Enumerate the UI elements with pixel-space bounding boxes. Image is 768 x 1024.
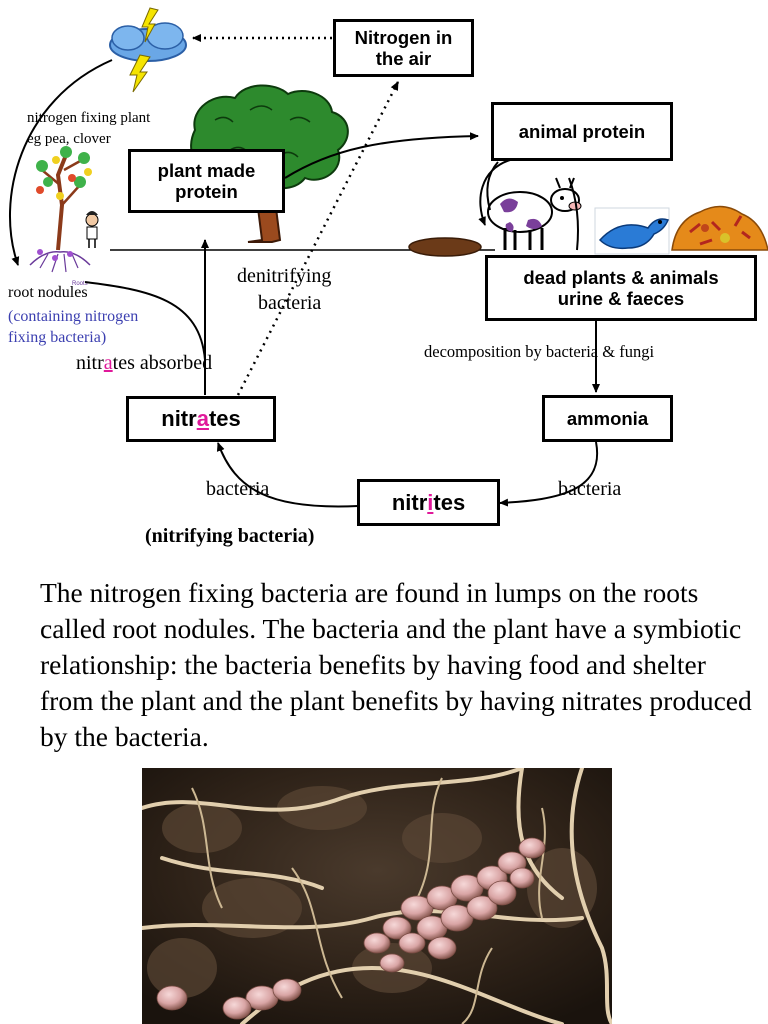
plant-protein-box: plant made protein xyxy=(128,149,285,213)
nitrites-box: nitrites xyxy=(357,479,500,526)
nitrifying-bacteria-label: (nitrifying bacteria) xyxy=(145,525,315,547)
animal-protein-label: animal protein xyxy=(518,120,646,142)
ammonia-label: ammonia xyxy=(566,407,649,429)
person-icon xyxy=(85,211,99,248)
arrow-nitrites-to-nitrates xyxy=(216,442,359,508)
arrow-nodules-to-nitrates xyxy=(84,281,206,361)
nitrogen-air-box: Nitrogen in the air xyxy=(333,19,474,77)
pea-plant-icon xyxy=(29,146,92,273)
root-nodules-label: root nodules xyxy=(8,284,88,301)
cow-icon xyxy=(486,161,582,250)
nitrogen-air-label: Nitrogen in the air xyxy=(354,26,453,69)
containing-bacteria-label-1: (containing nitrogen xyxy=(8,308,139,325)
dung-icon xyxy=(408,237,482,257)
bacteria-left-label: bacteria xyxy=(206,478,270,500)
fixing-plant-label: nitrogen fixing plant xyxy=(27,110,151,126)
denitrifying-label-1: denitrifying xyxy=(237,265,332,287)
lightning-cloud-icon xyxy=(109,7,187,93)
plant-protein-label: plant made protein xyxy=(157,159,256,202)
arrow-denitrifying xyxy=(236,81,400,396)
dead-matter-label: dead plants & animals urine & faeces xyxy=(523,266,719,309)
root-nodules-photo xyxy=(142,768,612,1024)
arrow-lightning-to-roots xyxy=(8,59,113,266)
fixing-plant-example: eg pea, clover xyxy=(27,131,111,147)
leaf-pile-icon xyxy=(671,205,768,251)
dead-matter-box: dead plants & animals urine & faeces xyxy=(485,255,757,321)
arrow-animal-to-dead xyxy=(478,159,511,226)
arrow-plant-to-animal xyxy=(284,132,479,179)
animal-protein-box: animal protein xyxy=(491,102,673,161)
decomposition-label: decomposition by bacteria & fungi xyxy=(424,342,655,361)
ammonia-box: ammonia xyxy=(542,395,673,442)
nitrates-box: nitrates xyxy=(126,396,276,442)
dead-bird-icon xyxy=(594,207,670,255)
nitrites-label: nitrites xyxy=(391,489,466,515)
bacteria-right-label: bacteria xyxy=(558,478,622,500)
nitrates-absorbed-label: nitrates absorbed xyxy=(76,352,213,374)
denitrifying-label-2: bacteria xyxy=(258,292,322,314)
roots-tag: Roots xyxy=(72,281,88,287)
explanation-paragraph: The nitrogen fixing bacteria are found i… xyxy=(40,577,752,752)
containing-bacteria-label-2: fixing bacteria) xyxy=(8,329,107,346)
arrow-ammonia-to-nitrites xyxy=(499,441,599,507)
nitrates-label: nitrates xyxy=(161,406,241,432)
